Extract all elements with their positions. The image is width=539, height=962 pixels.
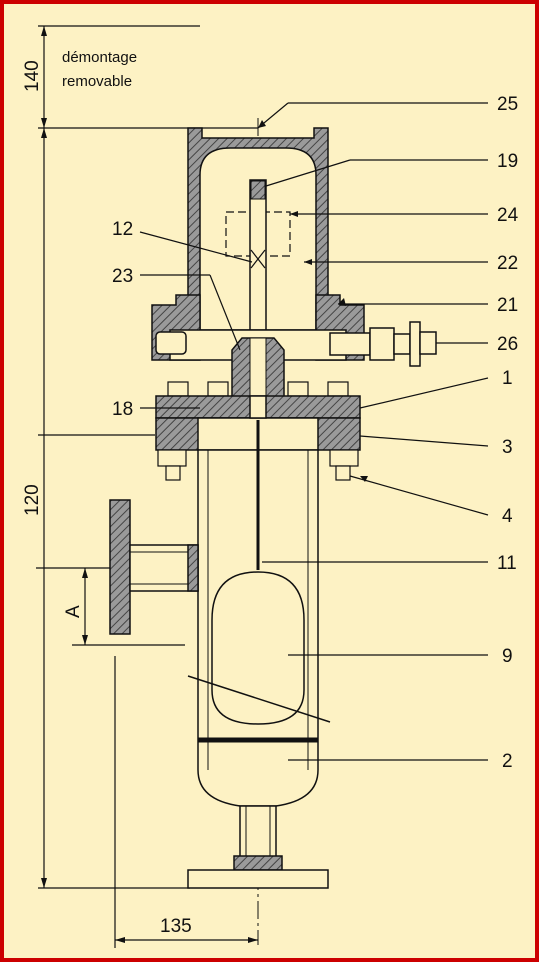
bottom-outlet bbox=[187, 805, 329, 889]
note-line-2: removable bbox=[62, 73, 132, 90]
callout-9: 9 bbox=[502, 646, 513, 667]
callout-21: 21 bbox=[497, 295, 518, 316]
dimension-140: 140 bbox=[22, 60, 43, 92]
dimension-120: 120 bbox=[22, 484, 43, 516]
callout-11: 11 bbox=[497, 553, 517, 574]
rod-cap bbox=[250, 180, 266, 200]
leader-arrowheads bbox=[258, 120, 368, 482]
callout-18: 18 bbox=[112, 399, 133, 420]
callout-19: 19 bbox=[497, 151, 518, 172]
callout-4: 4 bbox=[502, 506, 513, 527]
dimension-lines bbox=[36, 25, 258, 948]
callout-1: 1 bbox=[502, 368, 513, 389]
leader-lines bbox=[139, 102, 489, 761]
callout-25: 25 bbox=[497, 94, 518, 115]
section-break bbox=[187, 675, 331, 723]
magnet-cross bbox=[250, 249, 266, 269]
bottom-bolts bbox=[157, 449, 359, 481]
callout-3: 3 bbox=[502, 437, 513, 458]
callout-12: 12 bbox=[112, 219, 133, 240]
callout-2: 2 bbox=[502, 751, 513, 772]
dimension-135: 135 bbox=[160, 916, 192, 937]
callout-24: 24 bbox=[497, 205, 519, 226]
side-inlet bbox=[109, 499, 199, 635]
note-line-1: démontage bbox=[62, 49, 137, 66]
dimension-arrows bbox=[41, 26, 258, 943]
float bbox=[211, 571, 305, 725]
callout-26: 26 bbox=[497, 334, 518, 355]
callout-22: 22 bbox=[497, 253, 518, 274]
top-bolts bbox=[167, 381, 349, 397]
upper-rod bbox=[249, 179, 267, 331]
dimension-a: A bbox=[63, 605, 84, 618]
callout-23: 23 bbox=[112, 266, 133, 287]
